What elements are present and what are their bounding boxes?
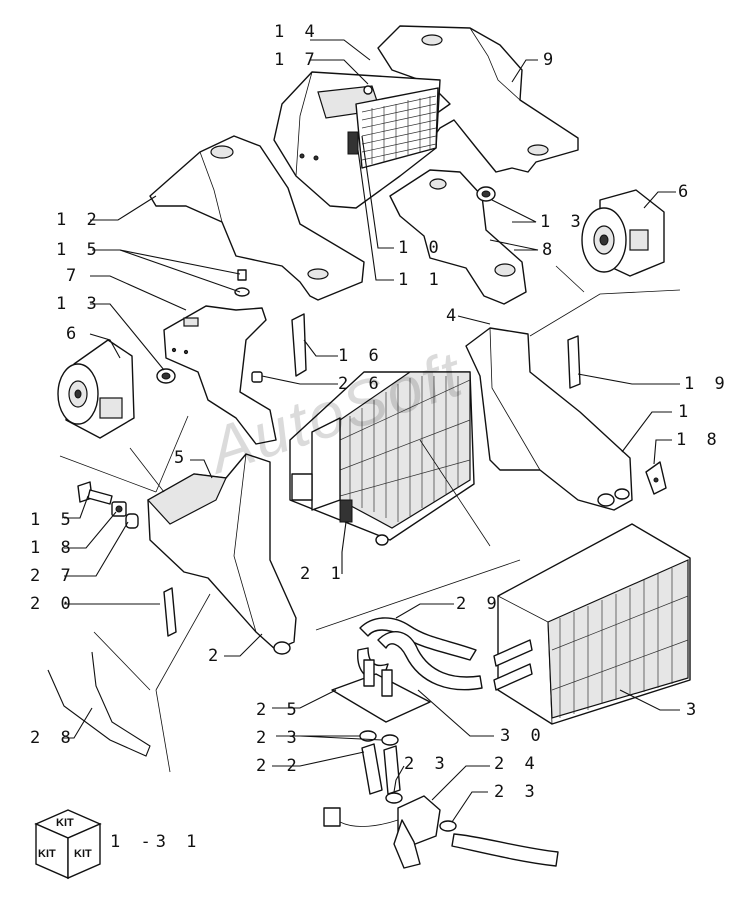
kit-label-top: KIT: [56, 817, 74, 829]
part-15-screw-upper: [234, 269, 250, 297]
evaporator-core: [289, 371, 475, 546]
leader-lines: [59, 39, 681, 823]
callout-21: 2 1: [300, 564, 346, 584]
callout-18-left: 1 8: [30, 538, 76, 558]
callout-28: 2 8: [30, 728, 76, 748]
part-12-left-duct: [149, 135, 365, 301]
callout-5: 5: [174, 448, 190, 468]
callout-15-upper: 1 5: [56, 240, 102, 260]
part-1-main-housing: [465, 327, 633, 511]
part-29-hose: [359, 617, 483, 691]
kit-cube-icon: KIT KIT KIT: [34, 808, 102, 880]
part-26-plug: [251, 371, 263, 383]
callout-13-upper: 1 3: [540, 212, 586, 232]
part-6-blower-upper: [581, 189, 665, 277]
callout-12: 1 2: [56, 210, 102, 230]
part-13-grommet-lower: [156, 368, 176, 384]
callout-30: 3 0: [500, 726, 546, 746]
callout-19: 1 9: [684, 374, 730, 394]
part-7-bracket: [163, 305, 277, 445]
callout-26: 2 6: [338, 374, 384, 394]
callout-23-a: 2 3: [256, 728, 302, 748]
part-6-blower-lower: [57, 339, 135, 439]
part-16-strip: [291, 313, 307, 377]
callout-27: 2 7: [30, 566, 76, 586]
callout-23-b: 2 3: [404, 754, 450, 774]
kit-reference: 1 -3 1: [110, 832, 202, 852]
part-28-rod: [47, 651, 151, 757]
callout-8: 8: [542, 240, 558, 260]
callout-16: 1 6: [338, 346, 384, 366]
callout-29: 2 9: [456, 594, 502, 614]
part-3-heater-core: [493, 523, 691, 725]
part-22-pipe: [361, 743, 401, 795]
kit-label-left: KIT: [38, 848, 56, 860]
part-20-strip: [163, 587, 177, 637]
callout-17: 1 7: [274, 50, 320, 70]
callout-1: 1: [678, 402, 694, 422]
callout-14: 1 4: [274, 22, 320, 42]
callout-15-lower: 1 5: [30, 510, 76, 530]
callout-25: 2 5: [256, 700, 302, 720]
callout-10: 1 0: [398, 238, 444, 258]
callout-6-lower: 6: [66, 324, 82, 344]
part-8-small-duct: [389, 169, 527, 305]
part-19-strip: [567, 335, 581, 389]
part-18-clip-right: [645, 461, 667, 495]
kit-label-right: KIT: [74, 848, 92, 860]
part-5-lower-duct: [147, 453, 297, 655]
callout-9: 9: [543, 50, 559, 70]
part-13-grommet-upper: [476, 186, 496, 202]
callout-11: 1 1: [398, 270, 444, 290]
callout-7: 7: [66, 266, 82, 286]
callout-6-upper: 6: [678, 182, 694, 202]
part-14-blower-housing: [273, 71, 441, 209]
callout-3: 3: [686, 700, 702, 720]
callout-4: 4: [446, 306, 462, 326]
part-25-plate: [331, 659, 431, 723]
callout-2: 2: [208, 646, 224, 666]
callout-24: 2 4: [494, 754, 540, 774]
callout-13-lower: 1 3: [56, 294, 102, 314]
part-24-valve: [323, 795, 559, 869]
callout-22: 2 2: [256, 756, 302, 776]
part-15-screw-lower: [77, 481, 113, 505]
callout-18-right: 1 8: [676, 430, 722, 450]
callout-23-c: 2 3: [494, 782, 540, 802]
part-27-plug: [125, 513, 139, 529]
part-23-clamps-lower: [385, 792, 457, 832]
callout-20: 2 0: [30, 594, 76, 614]
part-23-clamps-upper: [359, 730, 399, 746]
